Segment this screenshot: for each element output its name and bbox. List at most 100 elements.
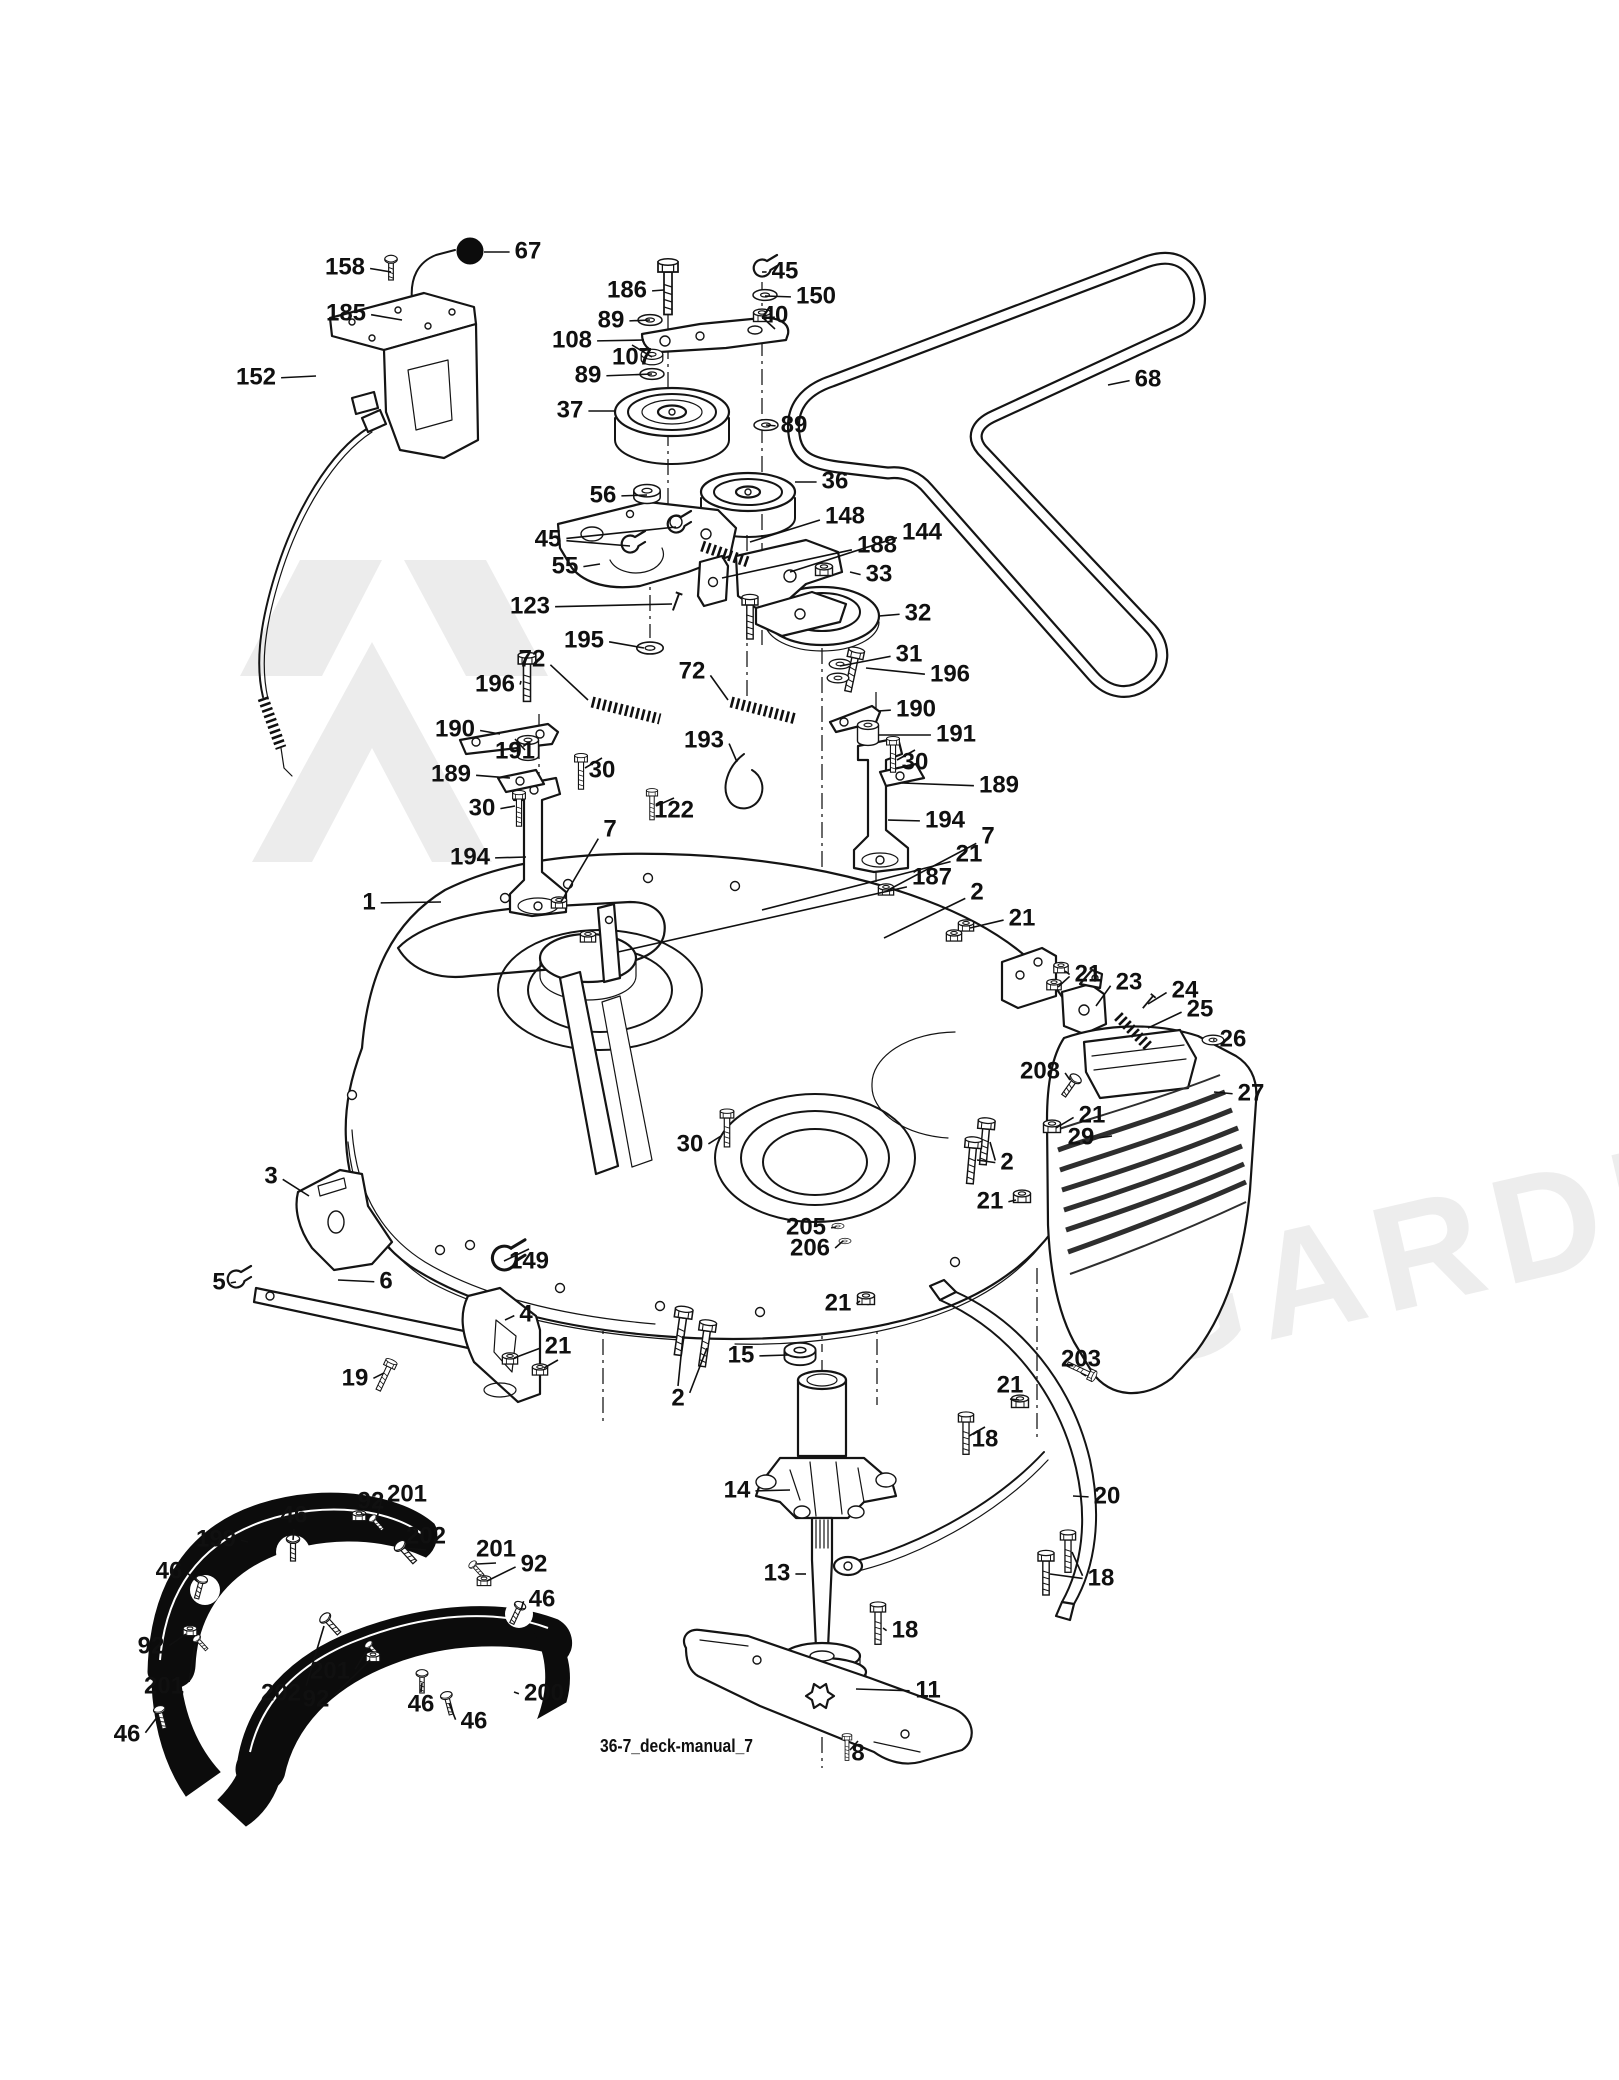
part-number-label: 122 — [654, 796, 694, 823]
callout-46: 46 — [408, 1682, 434, 1717]
leader-line — [608, 641, 645, 649]
part-number-label: 18 — [892, 1616, 919, 1643]
deck-center-opening — [714, 1093, 916, 1223]
leader-line — [855, 1300, 861, 1305]
leader-line — [495, 856, 527, 859]
leader-line — [1064, 970, 1071, 976]
part-number-label: 68 — [1135, 365, 1162, 392]
part-number-label: 45 — [772, 257, 799, 284]
part-number-label: 195 — [564, 626, 604, 653]
callout-37: 37 — [557, 396, 616, 423]
leader-line — [855, 1688, 910, 1692]
leader-line — [240, 1539, 249, 1543]
leader-line — [337, 1279, 375, 1283]
callout-196: 196 — [865, 660, 970, 687]
leader-line — [369, 267, 392, 273]
callout-3: 3 — [264, 1162, 310, 1197]
leader-line — [709, 674, 729, 701]
part-number-label: 37 — [557, 396, 584, 423]
deck-rear-ear — [1000, 946, 1058, 1010]
part-number-label: 46 — [156, 1557, 183, 1584]
watermark-logo-bar-left — [240, 560, 382, 676]
part-number-label: 21 — [825, 1289, 852, 1316]
leader-line — [830, 1226, 837, 1229]
leader-line — [292, 1528, 295, 1541]
fastener-nut-icon — [856, 1291, 876, 1306]
callout-20: 20 — [1072, 1482, 1120, 1509]
part-number-label: 21 — [545, 1332, 572, 1359]
leader-line — [882, 1627, 888, 1632]
watermark-logo-chevron — [252, 642, 492, 862]
part-number-label: 55 — [552, 552, 579, 579]
leader-line — [476, 1562, 497, 1565]
part-number-label: 7 — [603, 815, 616, 842]
part-number-label: 67 — [515, 237, 542, 264]
part-number-label: 46 — [281, 1501, 308, 1528]
callout-15: 15 — [728, 1341, 789, 1368]
leader-line — [504, 1314, 515, 1321]
callout-8: 8 — [849, 1739, 865, 1766]
part-number-label: 152 — [236, 363, 276, 390]
callout-2: 2 — [671, 1335, 708, 1411]
leader-line — [360, 1513, 372, 1516]
part-number-label: 185 — [326, 299, 366, 326]
leader-line — [520, 1600, 525, 1611]
part-number-label: 148 — [825, 502, 865, 529]
leader-line — [728, 743, 738, 763]
callout-202: 202 — [261, 1625, 325, 1706]
callout-21: 21 — [761, 840, 982, 911]
part-number-label: 92 — [138, 1632, 165, 1659]
part-number-label: 1 — [362, 888, 375, 915]
fastener-thickwasher-icon — [633, 483, 661, 505]
part-number-label: 89 — [598, 306, 625, 333]
callout-30: 30 — [584, 756, 615, 783]
part-number-label: 18 — [972, 1425, 999, 1452]
callout-21: 21 — [825, 1289, 861, 1316]
leader-line — [677, 1335, 684, 1387]
callout-30: 30 — [896, 748, 928, 775]
callout-21: 21 — [977, 1187, 1017, 1214]
fastener-bolt-icon — [839, 645, 866, 694]
leader-line — [403, 1547, 427, 1551]
callout-27: 27 — [1213, 1079, 1264, 1106]
callout-68: 68 — [1107, 365, 1162, 392]
callout-189: 189 — [431, 760, 511, 787]
part-number-label: 13 — [764, 1559, 791, 1586]
part-number-label: 3 — [264, 1162, 277, 1189]
callout-72: 72 — [519, 645, 589, 701]
leader-line — [503, 1248, 530, 1262]
callout-21: 21 — [969, 904, 1035, 931]
leader-line — [168, 1633, 187, 1647]
callout-46: 46 — [156, 1557, 199, 1584]
parts-layer — [147, 237, 1258, 1827]
part-number-label: 26 — [1220, 1025, 1247, 1052]
part-number-label: 11 — [915, 1676, 940, 1703]
mulch-cover-200 — [217, 1600, 573, 1827]
coil-spring — [257, 696, 287, 750]
callout-23: 23 — [1095, 968, 1142, 1007]
part-number-label: 205 — [786, 1213, 826, 1240]
part-number-label: 208 — [1020, 1057, 1060, 1084]
part-number-label: 4 — [519, 1300, 533, 1327]
callout-193: 193 — [684, 726, 738, 763]
suspension-arm-190-right — [828, 704, 882, 734]
callout-21: 21 — [997, 1371, 1023, 1401]
leader-line — [652, 289, 665, 292]
coil-spring — [1114, 1012, 1154, 1052]
part-number-label: 40 — [762, 301, 789, 328]
leader-line — [281, 375, 317, 379]
part-number-label: 31 — [896, 640, 923, 667]
leader-line — [617, 886, 908, 953]
leader-line — [230, 1281, 237, 1284]
part-number-label: 92 — [358, 1487, 385, 1514]
part-number-label: 191 — [495, 737, 535, 764]
callout-67: 67 — [484, 237, 541, 264]
callout-122: 122 — [654, 796, 694, 823]
callout-190: 190 — [877, 695, 936, 722]
callout-29: 29 — [1068, 1123, 1113, 1150]
callout-21: 21 — [1055, 1101, 1105, 1129]
leader-line — [448, 1702, 457, 1721]
leader-line — [513, 1347, 540, 1359]
leader-line — [354, 1649, 368, 1670]
callout-55: 55 — [552, 552, 601, 579]
